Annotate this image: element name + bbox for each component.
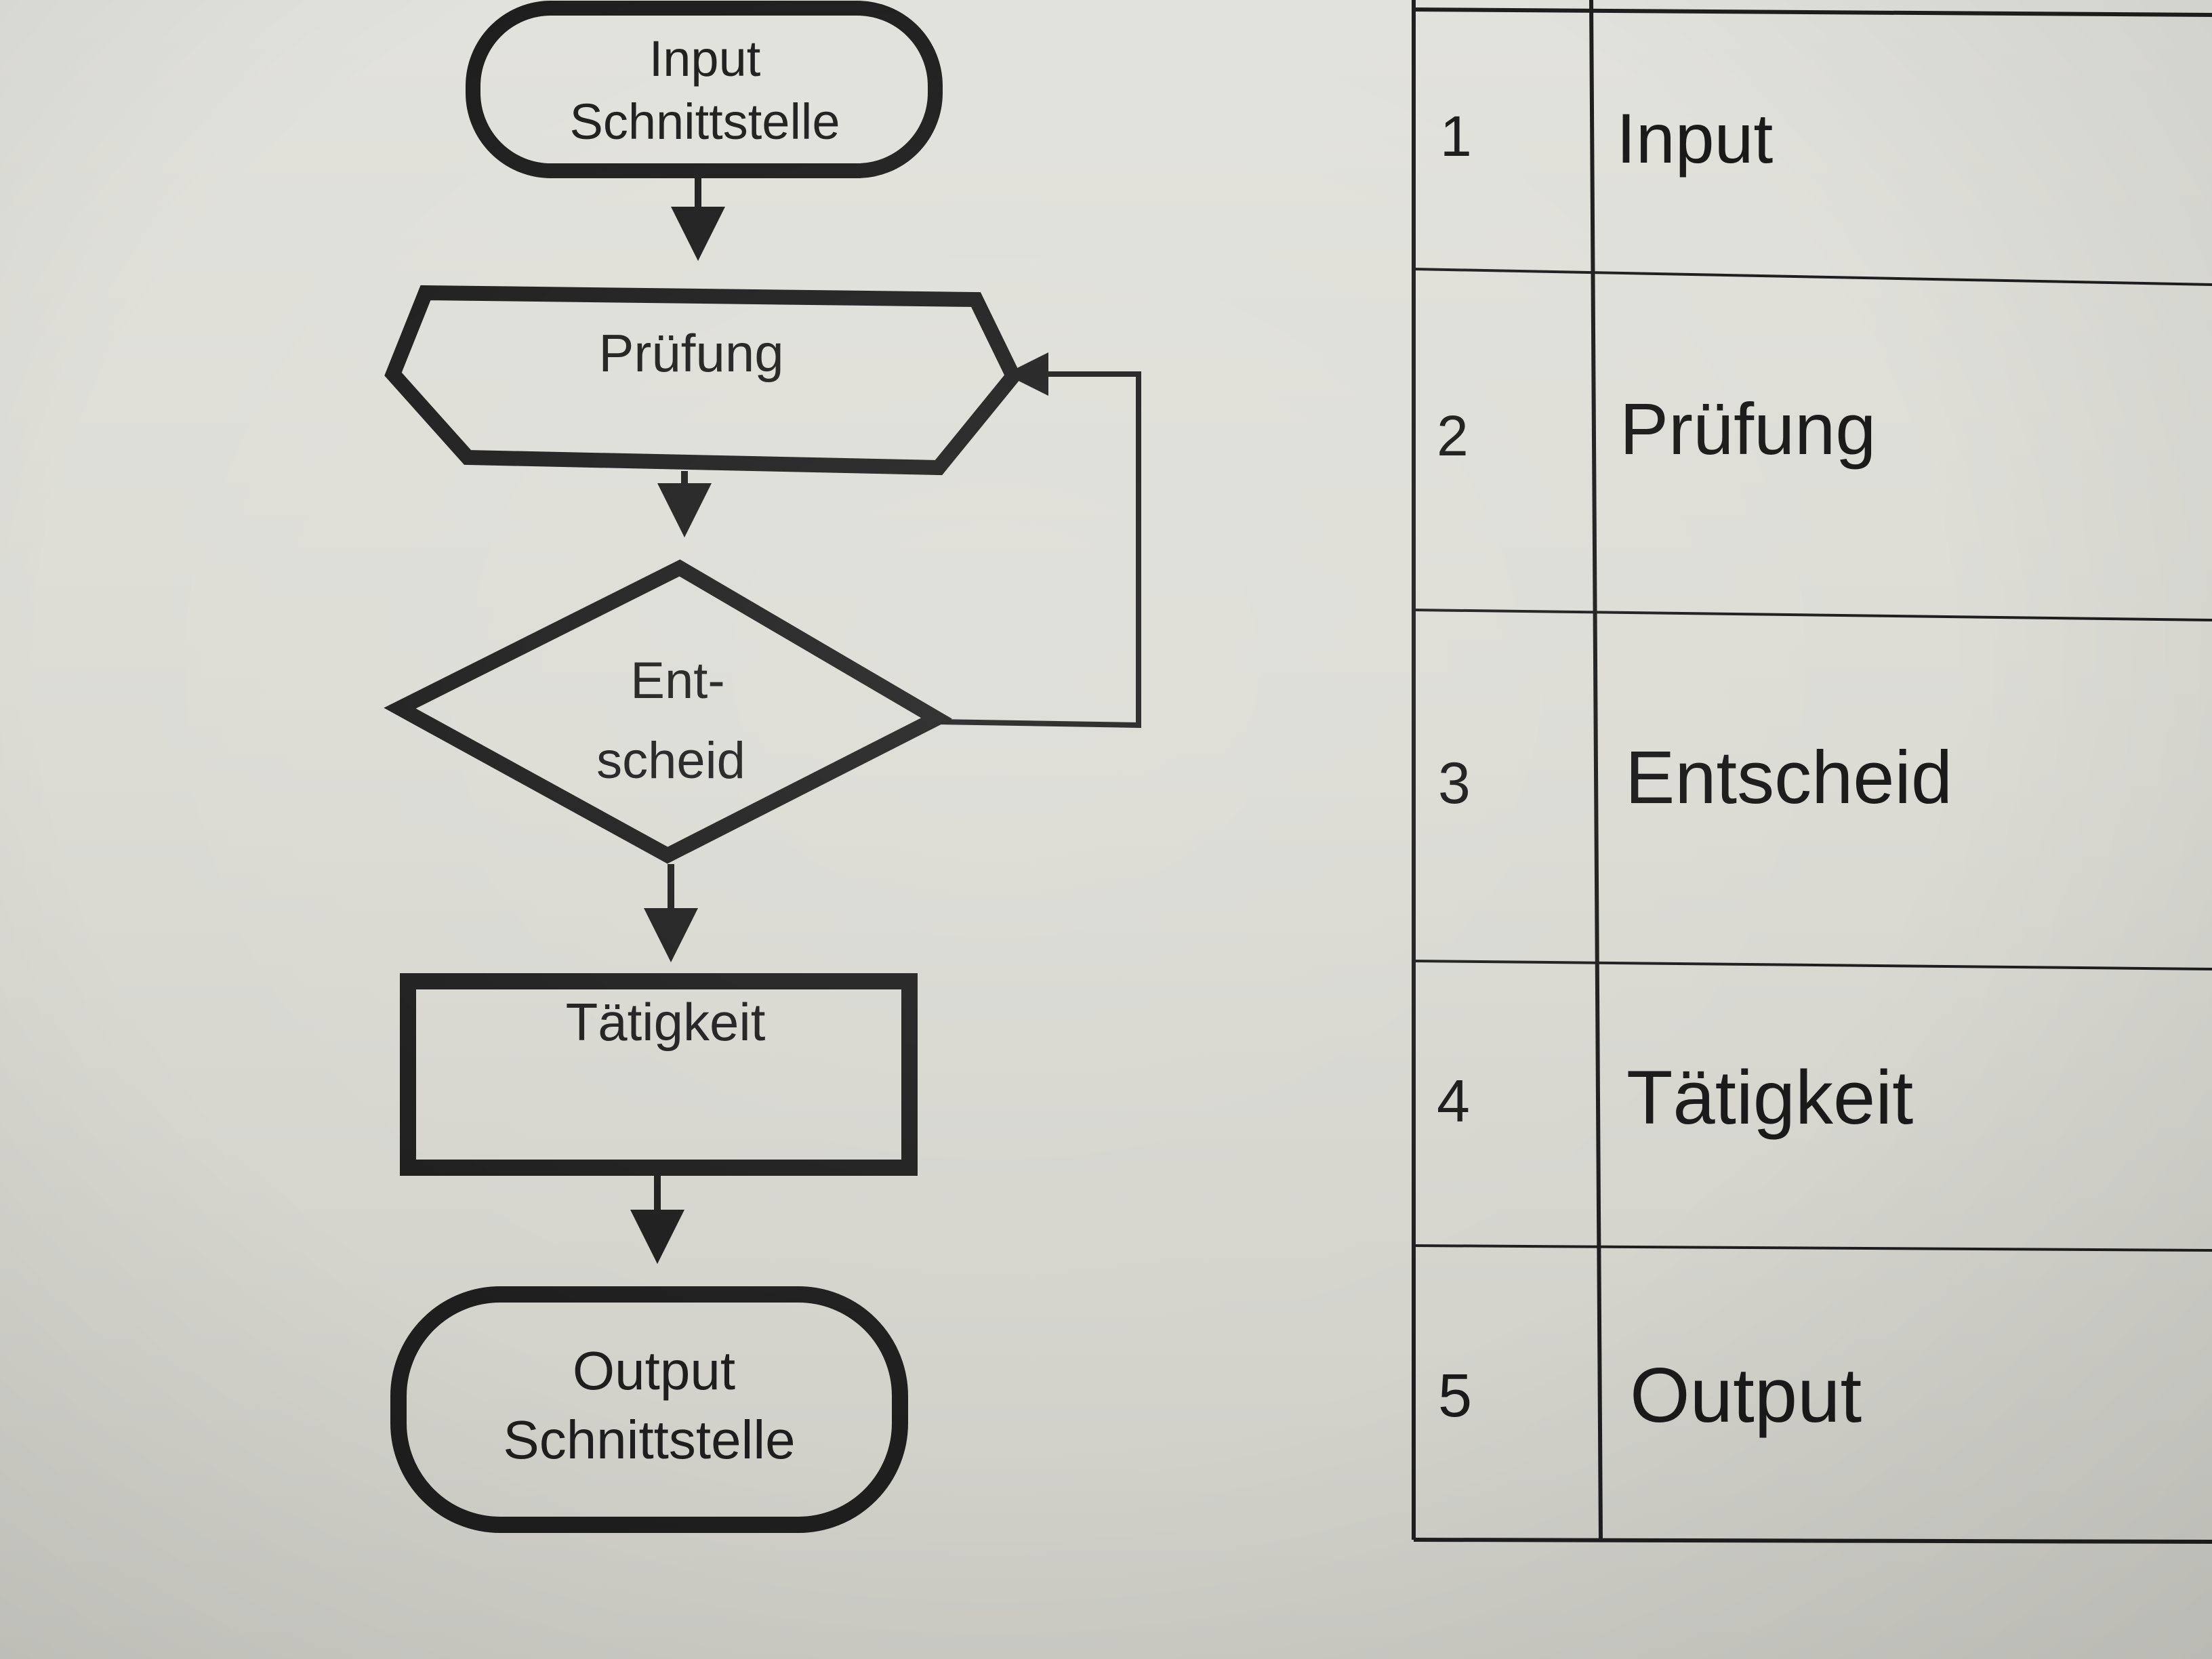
end-terminator-line2: Schnittstelle (503, 1410, 795, 1470)
table-row-divider-4 (1413, 1244, 2212, 1252)
table-row-number: 3 (1438, 751, 1471, 816)
table-row: 2 Prüfung (1437, 388, 1876, 470)
activity-box: Tätigkeit (400, 973, 918, 1176)
table-row-name: Input (1616, 100, 1773, 178)
table-row: 1 Input (1440, 100, 1773, 178)
table-row-number: 1 (1440, 104, 1472, 168)
decision-diamond-line2: scheid (596, 732, 745, 790)
end-terminator: Output Schnittstelle (390, 1286, 908, 1533)
decision-diamond-line1: Ent- (630, 652, 724, 710)
table-row-name: Prüfung (1620, 388, 1876, 470)
start-terminator: Input Schnittstelle (466, 1, 943, 178)
table-row-divider-1 (1413, 268, 2212, 286)
legend-table: 1 Input 2 Prüfung 3 Entscheid 4 Tätigkei… (1412, 0, 2212, 1544)
start-terminator-shape (466, 1, 943, 178)
decision-diamond-shape (384, 559, 952, 864)
table-row: 4 Tätigkeit (1437, 1055, 1913, 1140)
start-terminator-line2: Schnittstelle (570, 94, 840, 150)
table-row-number: 2 (1437, 404, 1469, 468)
check-hexagon-label: Prüfung (598, 323, 783, 383)
table-row: 5 Output (1438, 1353, 1862, 1439)
activity-box-shape (400, 973, 918, 1176)
table-row: 3 Entscheid (1438, 736, 1952, 819)
table-row-number: 5 (1438, 1362, 1472, 1430)
table-row-name: Output (1630, 1353, 1862, 1439)
check-hexagon: Prüfung (384, 285, 1022, 476)
start-terminator-line1: Input (649, 30, 761, 87)
check-hexagon-shape (384, 285, 1022, 476)
table-top-border (1413, 7, 2212, 17)
table-row-name: Tätigkeit (1626, 1055, 1913, 1140)
table-bottom-border (1413, 1538, 2212, 1544)
flowchart: Input Schnittstelle Prüfung Ent- scheid … (384, 1, 1141, 1533)
end-terminator-line1: Output (573, 1340, 735, 1401)
table-row-divider-2 (1413, 609, 2212, 621)
table-row-name: Entscheid (1625, 736, 1952, 819)
table-row-divider-3 (1413, 960, 2212, 970)
decision-diamond: Ent- scheid (384, 559, 952, 864)
activity-box-label: Tätigkeit (566, 992, 766, 1052)
table-column-divider (1589, 0, 1603, 1540)
loop-back-connector (938, 352, 1141, 729)
end-terminator-shape (390, 1286, 908, 1533)
table-row-number: 4 (1437, 1067, 1470, 1134)
